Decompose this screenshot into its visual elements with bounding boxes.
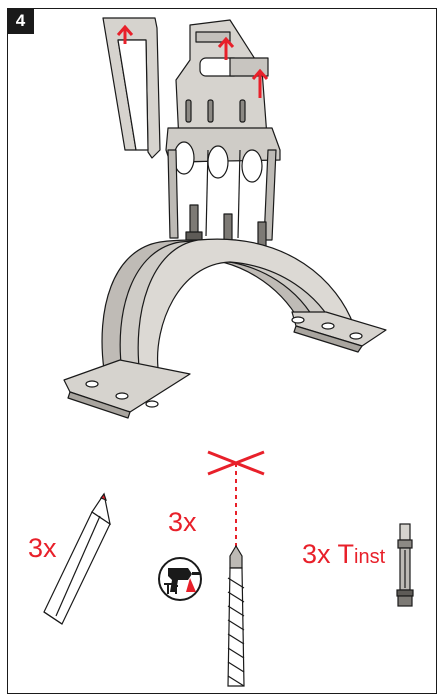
anchor-torque-subscript: inst [354, 546, 386, 568]
step-number-badge: 4 [7, 8, 34, 34]
anchor-bolt-icon [396, 523, 414, 607]
pencil-count-label: 3x [28, 533, 57, 563]
mounting-bracket [102, 17, 281, 257]
drill-hammer-icon [158, 557, 202, 601]
anchor-count-label: 3x Tinst [302, 541, 385, 568]
arrow-up-icon [217, 36, 235, 60]
illustration-frame [7, 8, 437, 694]
drill-bit-icon [227, 544, 245, 687]
pencil-icon [43, 492, 111, 625]
arrow-up-icon [116, 24, 134, 44]
anchor-count-text: 3x T [302, 539, 355, 569]
pipe-clamps [63, 238, 387, 419]
drill-count-label: 3x [168, 507, 197, 537]
step-number: 4 [15, 11, 26, 30]
arrow-up-icon [251, 68, 269, 98]
